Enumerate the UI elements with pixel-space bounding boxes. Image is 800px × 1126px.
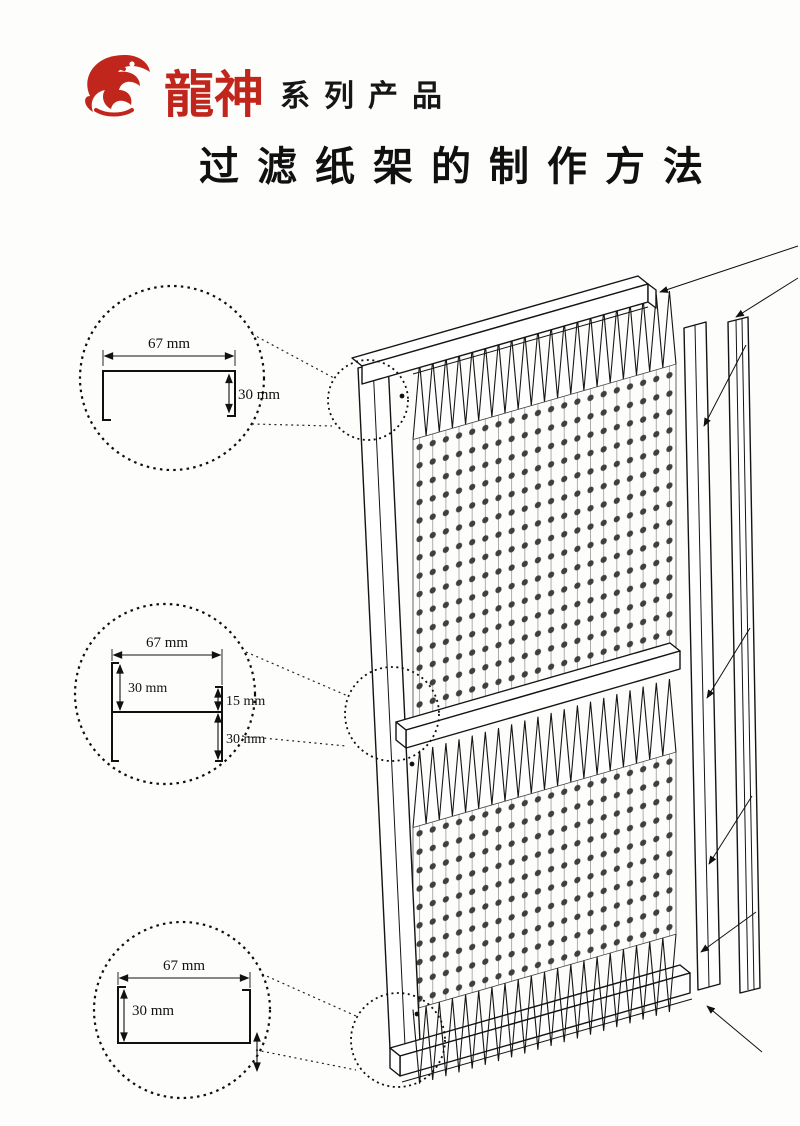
zoom-region-middle xyxy=(344,666,440,762)
detail-circle-top: 67 mm 30 mm xyxy=(78,284,280,472)
dim-label-middle-upper: 30 mm xyxy=(128,681,167,696)
pleat-field-lower xyxy=(412,751,677,1011)
brand-suffix: 系列产品 xyxy=(280,80,456,113)
zoom-regions xyxy=(327,359,446,1088)
pleat-zigzag-bottom xyxy=(412,934,677,1084)
dim-label-middle-lip: 15 mm xyxy=(226,694,265,709)
brand-header: 龍神 系列产品 xyxy=(76,44,456,120)
dim-label-bottom-width: 67 mm xyxy=(163,958,205,974)
corner-arrow-bottom-2 xyxy=(706,1005,763,1053)
assembly-arrows xyxy=(659,245,799,1053)
corner-arrow-top-1 xyxy=(659,245,799,293)
zoom-region-top xyxy=(327,359,409,441)
profile-bottom-channel xyxy=(117,986,251,1044)
detail-circle-middle: 67 mm 30 mm 15 mm 30 mm xyxy=(73,602,265,786)
dim-label-top-height: 30 mm xyxy=(238,387,280,403)
pleat-bottom-edge xyxy=(412,934,677,1084)
profile-middle-lip xyxy=(215,686,223,762)
zoom-region-bottom xyxy=(350,992,446,1088)
dim-label-top-width: 67 mm xyxy=(148,336,190,352)
frame-left-post xyxy=(357,360,421,1050)
side-channel-strip xyxy=(727,316,761,994)
assembly-arrow-3 xyxy=(708,795,753,865)
detail-circle-bottom: 67 mm 30 mm xyxy=(92,920,272,1100)
dim-label-bottom-height: 30 mm xyxy=(132,1003,174,1019)
dim-label-middle-lower: 30 mm xyxy=(226,732,265,747)
page-title: 过滤纸架的制作方法 xyxy=(199,145,721,189)
rivet-dots xyxy=(399,393,420,1017)
profile-top-channel xyxy=(102,370,236,421)
dim-label-middle-width: 67 mm xyxy=(146,635,188,651)
assembly-arrow-1 xyxy=(703,344,747,427)
pleated-filter-paper xyxy=(412,290,677,1011)
frame-top-rail xyxy=(351,275,657,385)
dragon-logo-icon xyxy=(85,54,150,117)
assembly-arrow-2 xyxy=(706,627,751,699)
corner-arrow-top-2 xyxy=(735,277,799,318)
frame-middle-channel xyxy=(395,642,681,749)
brand-name: 龍神 xyxy=(164,67,264,123)
corner-arrow-bottom-1 xyxy=(700,911,757,953)
callout-leader-lines xyxy=(241,333,357,1071)
frame-right-post xyxy=(683,321,721,991)
